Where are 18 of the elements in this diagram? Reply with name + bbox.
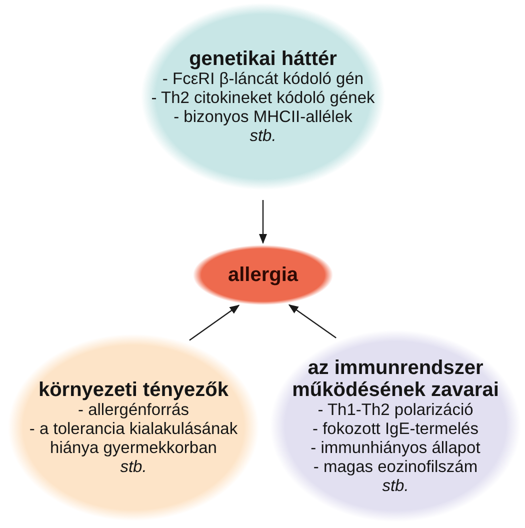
list-item: - magas eozinofilszám [313, 458, 478, 476]
list-item: - Th1-Th2 polarizáció [318, 400, 474, 420]
list-item: - Th2 citokineket kódoló gének [151, 88, 375, 108]
arrow [288, 304, 336, 338]
center-label: allergia [228, 264, 298, 286]
list-item: - immunhiányos állapot [310, 438, 480, 458]
etc-note: stb. [382, 476, 409, 496]
list-item: - allergénforrás [78, 400, 189, 420]
list-item: - bizonyos MHCII-allélek [174, 108, 352, 126]
arrow [259, 200, 267, 244]
etc-note: stb. [120, 458, 147, 476]
etc-note: stb. [250, 126, 276, 146]
ellipse-heading: az immunrendszer működésének zavarai [291, 356, 500, 400]
list-item: - fokozott IgE-termelés [312, 420, 478, 438]
ellipse-heading: genetikai háttér [189, 48, 337, 70]
list-item: - FcεRI β-láncát kódoló gén [162, 70, 364, 88]
arrow [189, 304, 240, 341]
ellipse-heading: környezeti tényezők [38, 378, 229, 400]
